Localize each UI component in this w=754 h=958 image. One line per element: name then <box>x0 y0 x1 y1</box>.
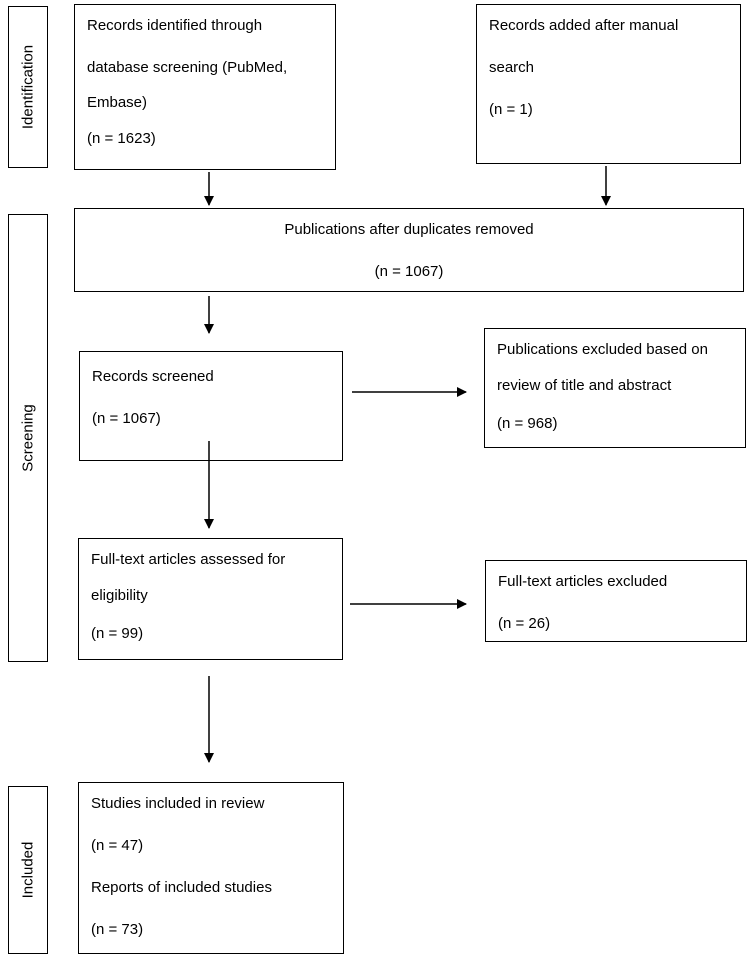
database-records-box: Records identified through database scre… <box>74 4 336 170</box>
records-screened-label: Records screened <box>92 368 214 385</box>
fulltext-assessed-line1: Full-text articles assessed for <box>91 551 286 568</box>
duplicates-removed-count: (n = 1067) <box>374 263 444 280</box>
database-records-line2: database screening (PubMed, <box>87 59 288 76</box>
included-studies-box: Studies included in review (n = 47) Repo… <box>78 782 344 954</box>
excluded-title-abstract-box: Publications excluded based on review of… <box>484 328 746 448</box>
database-records-line1: Records identified through <box>87 17 263 34</box>
fulltext-excluded-count: (n = 26) <box>498 615 551 632</box>
manual-search-line2: search <box>489 59 535 76</box>
duplicates-removed-box: Publications after duplicates removed (n… <box>74 208 744 292</box>
phase-included: Included <box>8 786 48 954</box>
manual-search-box: Records added after manual search (n = 1… <box>476 4 741 164</box>
fulltext-assessed-box: Full-text articles assessed for eligibil… <box>78 538 343 660</box>
excluded-title-abstract-line2: review of title and abstract <box>497 377 672 394</box>
phase-identification: Identification <box>8 6 48 168</box>
manual-search-count: (n = 1) <box>489 101 533 118</box>
database-records-count: (n = 1623) <box>87 130 156 147</box>
excluded-title-abstract-count: (n = 968) <box>497 415 558 432</box>
fulltext-assessed-line2: eligibility <box>91 587 148 604</box>
fulltext-excluded-label: Full-text articles excluded <box>498 573 668 590</box>
excluded-title-abstract-line1: Publications excluded based on <box>497 341 708 358</box>
records-screened-box: Records screened (n = 1067) <box>79 351 343 461</box>
database-records-line3: Embase) <box>87 94 148 111</box>
duplicates-removed-label: Publications after duplicates removed <box>284 221 534 238</box>
included-studies-count: (n = 47) <box>91 837 144 854</box>
included-reports-label: Reports of included studies <box>91 879 272 896</box>
fulltext-excluded-box: Full-text articles excluded (n = 26) <box>485 560 747 642</box>
included-studies-label: Studies included in review <box>91 795 265 812</box>
included-reports-count: (n = 73) <box>91 921 144 938</box>
phase-screening: Screening <box>8 214 48 662</box>
fulltext-assessed-count: (n = 99) <box>91 625 144 642</box>
manual-search-line1: Records added after manual <box>489 17 679 34</box>
records-screened-count: (n = 1067) <box>92 410 161 427</box>
